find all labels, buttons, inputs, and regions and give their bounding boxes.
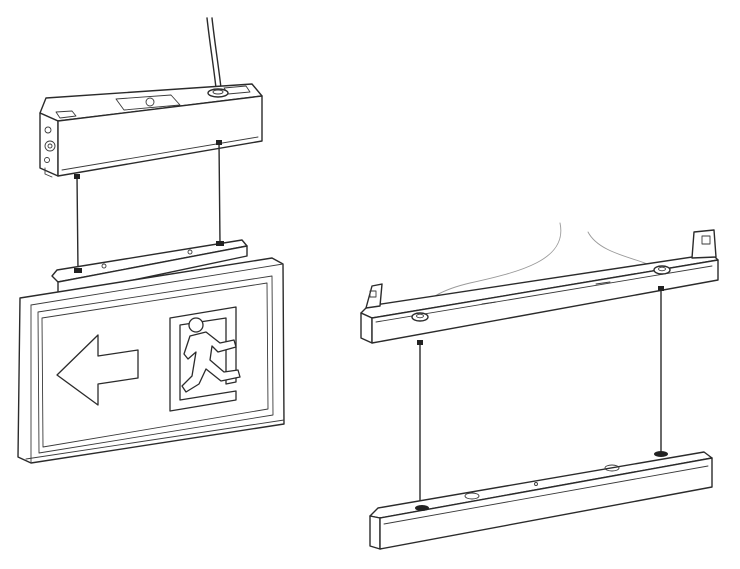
suspension-wire-right	[216, 140, 222, 245]
sign-panel	[17, 239, 285, 464]
door-icon	[169, 306, 237, 412]
power-cable	[206, 17, 222, 89]
suspension-wire-left	[74, 174, 80, 271]
suspension-wire-left	[417, 340, 423, 507]
running-man-icon	[181, 317, 241, 393]
bar-fitting-assembly	[360, 222, 719, 550]
ceiling-mount-housing	[39, 83, 263, 178]
arrow-left-icon	[56, 334, 139, 406]
bottom-bar	[369, 451, 713, 550]
ceiling-mount-exit-sign	[17, 17, 285, 464]
suspension-wire-right	[658, 286, 664, 453]
mounting-bracket	[360, 229, 719, 344]
supply-cable-right	[587, 231, 657, 269]
